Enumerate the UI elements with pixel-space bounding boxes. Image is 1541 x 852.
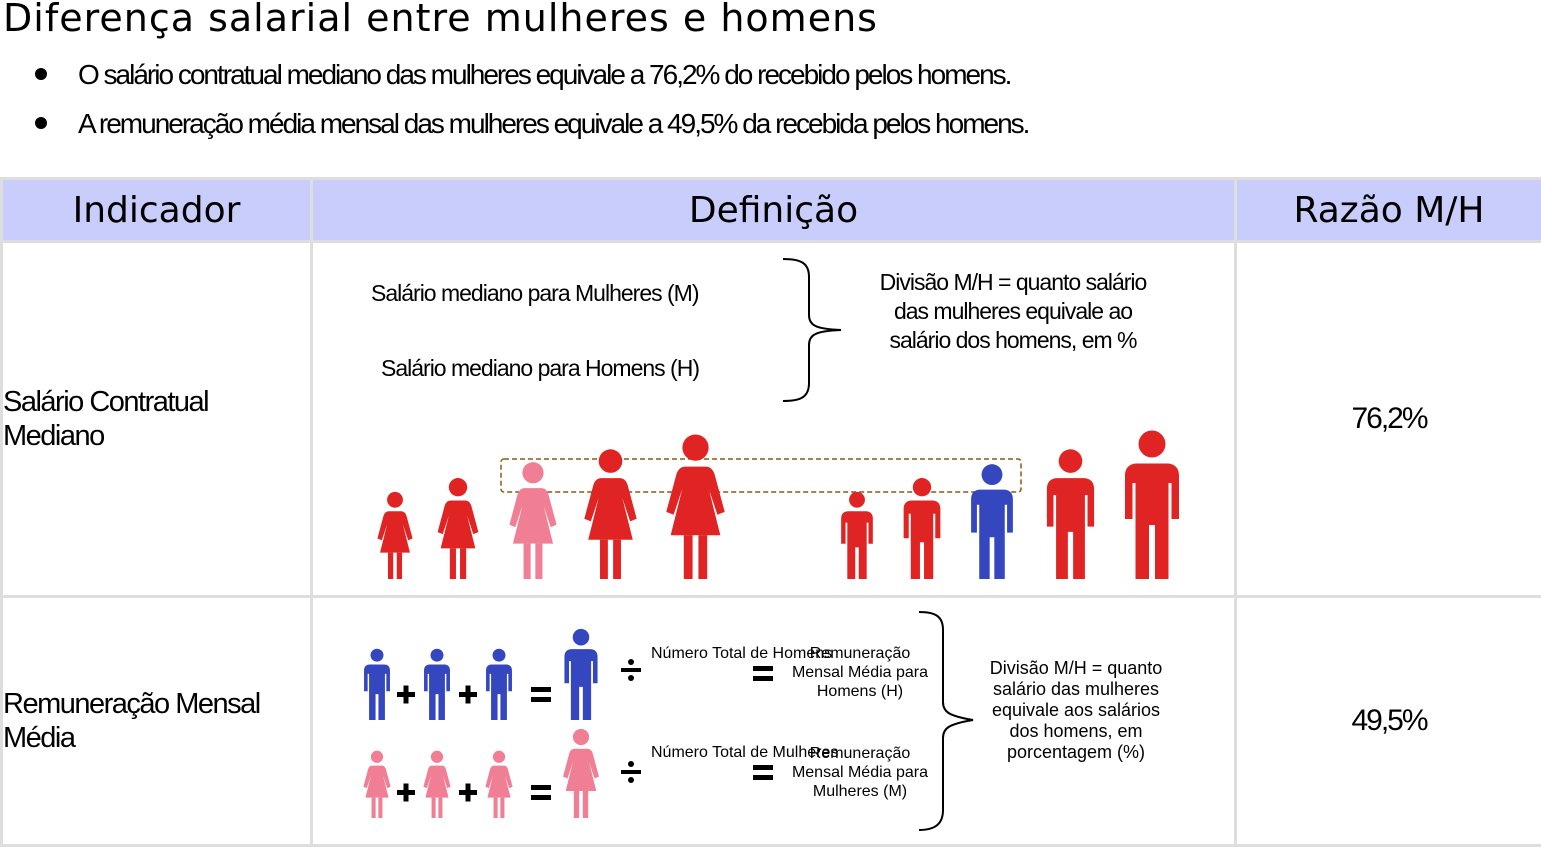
page-title: Diferença salarial entre mulheres e home…	[3, 0, 878, 40]
woman-figure-icon	[509, 462, 557, 579]
table-row: Remuneração Mensal Média	[0, 595, 1541, 847]
woman-figure-icon	[666, 434, 725, 579]
header-ratio: Razão M/H	[1234, 177, 1541, 243]
indicator-cell: Salário Contratual Mediano	[0, 240, 313, 598]
equals-icon	[753, 666, 773, 681]
woman-figure-icon	[363, 750, 391, 818]
woman-figure-icon	[485, 750, 513, 818]
woman-figure-icon	[437, 478, 479, 579]
bullet-text: A remuneração média mensal das mulheres …	[78, 108, 1030, 139]
man-figure-icon	[424, 648, 450, 720]
right-brace-icon	[782, 258, 842, 402]
man-figure-icon	[971, 464, 1013, 579]
man-figure-icon	[364, 648, 390, 720]
table-row: Salário Contratual Mediano Salário media…	[0, 240, 1541, 598]
plus-icon	[397, 685, 415, 704]
summary-bullets: O salário contratual mediano das mulhere…	[30, 58, 1030, 156]
label-men-median: Salário mediano para Homens (H)	[381, 355, 700, 381]
label-women-median: Salário mediano para Mulheres (M)	[371, 280, 699, 306]
equals-icon	[753, 765, 773, 780]
man-figure-icon	[841, 491, 873, 579]
bullet-dot-icon	[35, 68, 47, 80]
median-highlight-box	[500, 458, 1022, 493]
man-figure-icon	[1046, 449, 1095, 579]
total-women-label: Número Total de Mulheres	[651, 744, 839, 761]
man-figure-icon	[1125, 430, 1179, 579]
definition-cell: Número Total de Homens Número Total de M…	[310, 595, 1237, 847]
indicator-table: Indicador Definição Razão M/H Salário Co…	[0, 177, 1541, 847]
woman-figure-icon	[563, 728, 599, 818]
average-figures	[363, 611, 974, 831]
avg-women-label: Remuneração Mensal Média para Mulheres (…	[791, 745, 929, 800]
bullet-item: O salário contratual mediano das mulhere…	[30, 58, 1028, 107]
bullet-item: A remuneração média mensal das mulheres …	[30, 107, 1030, 156]
ratio-cell: 76,2%	[1234, 240, 1541, 598]
divide-icon	[621, 761, 641, 783]
man-figure-icon	[564, 628, 598, 720]
median-explanation: Divisão M/H = quanto salário das mulhere…	[879, 269, 1148, 353]
total-men-label: Número Total de Homens	[651, 645, 833, 662]
divide-icon	[621, 659, 641, 681]
indicator-cell: Remuneração Mensal Média	[0, 595, 313, 847]
woman-figure-icon	[423, 750, 451, 818]
woman-figure-icon	[377, 491, 413, 579]
plus-icon	[459, 685, 477, 704]
avg-men-label: Remuneração Mensal Média para Homens (H)	[791, 645, 929, 700]
woman-figure-icon	[584, 449, 637, 579]
plus-icon	[397, 783, 415, 802]
right-brace-icon	[918, 611, 974, 831]
median-figures	[377, 430, 1179, 579]
ratio-cell: 49,5%	[1234, 595, 1541, 847]
equals-icon	[531, 785, 551, 800]
header-indicator: Indicador	[0, 177, 313, 243]
bullet-text: O salário contratual mediano das mulhere…	[78, 59, 1012, 90]
table-header-row: Indicador Definição Razão M/H	[0, 177, 1541, 243]
average-explanation: Divisão M/H = quanto salário das mulhere…	[989, 658, 1163, 762]
bullet-dot-icon	[35, 117, 47, 129]
man-figure-icon	[486, 648, 512, 720]
definition-cell: Salário mediano para Mulheres (M) Salári…	[310, 240, 1237, 598]
header-definition: Definição	[310, 177, 1237, 243]
equals-icon	[531, 687, 551, 702]
plus-icon	[459, 783, 477, 802]
man-figure-icon	[903, 478, 941, 579]
